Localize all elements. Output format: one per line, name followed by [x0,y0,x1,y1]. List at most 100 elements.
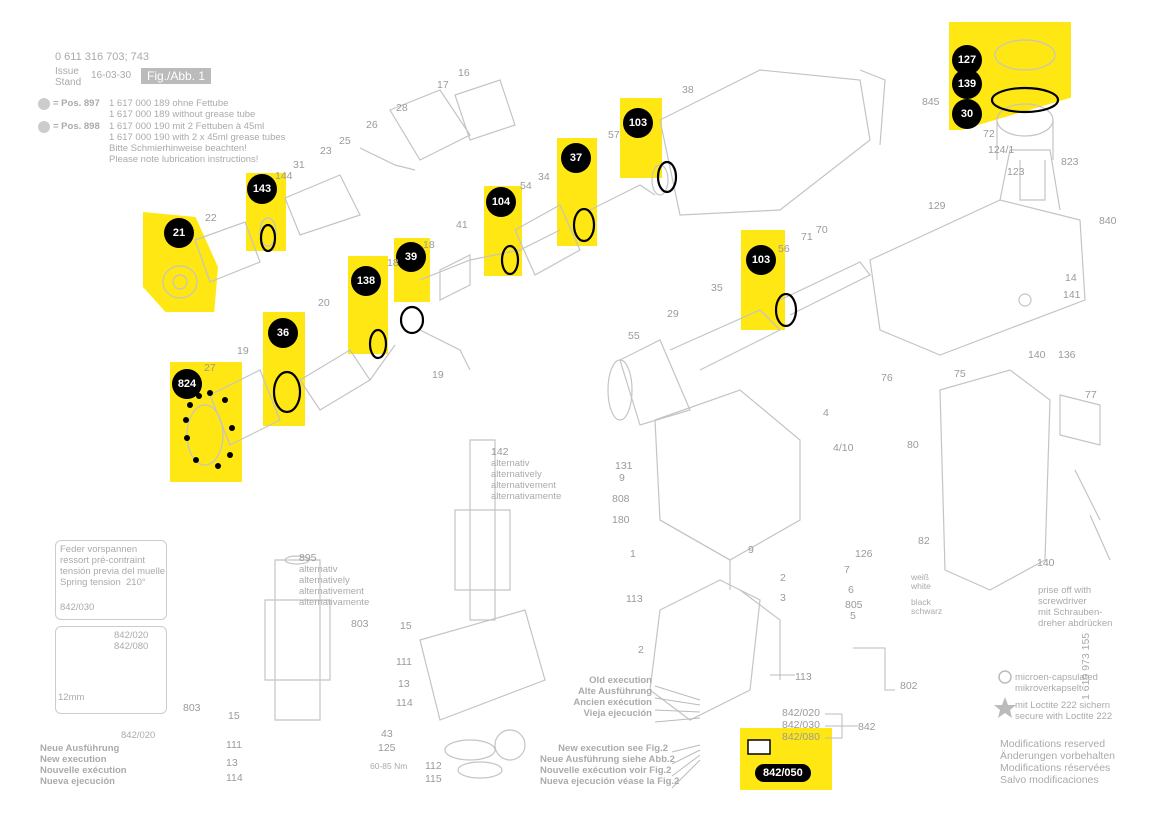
spring-tension-box [55,540,167,620]
loctite-line2: secure with Loctite 222 [1015,711,1113,722]
label-23: 23 [320,145,332,157]
callout-36: 36 [268,318,298,348]
label-29: 29 [667,308,679,320]
callout-37: 37 [561,143,591,173]
pos898-line1: 1 617 000 190 mit 2 Fettuben à 45ml [109,121,265,132]
label-808: 808 [612,493,630,505]
label-5: 5 [850,610,856,622]
alt-b4: alternativamente [299,597,370,608]
label-140-upper: 140 [1028,349,1046,361]
label-75: 75 [954,368,966,380]
label-802: 802 [900,680,918,692]
issue-date: 16-03-30 [91,70,132,81]
callout-103-upper: 103 [623,108,653,138]
prise-line4: dreher abdrücken [1038,618,1113,629]
fig2-line3: Nouvelle exécution voir Fig.2 [540,765,672,776]
label-111-mid: 111 [396,656,412,668]
pos898-label: = Pos. 898 [53,121,100,132]
callout-30: 30 [952,99,982,129]
label-17: 17 [437,79,449,91]
callout-143: 143 [247,174,277,204]
pos897-label: = Pos. 897 [53,98,100,109]
new-exec-line3: Nouvelle exécution [40,765,127,776]
micro-line1: microen-capsulated [1015,672,1098,683]
label-14: 14 [1065,272,1077,284]
mod-line2: Änderungen vorbehalten [1000,750,1116,762]
new-exec-ref: 842/020 [121,730,156,741]
label-13-left: 13 [226,757,238,769]
label-28: 28 [396,102,408,114]
label-70: 70 [816,224,828,236]
brush-ref1: 842/020 [114,630,149,641]
old-exec-line1: Old execution [589,675,652,686]
label-129: 129 [928,200,946,212]
mod-line3: Modifications réservées [1000,762,1111,774]
callout-842-050: 842/050 [755,764,811,782]
label-114-left: 114 [226,772,243,784]
label-34: 34 [538,171,550,183]
label-18-left: 18 [387,257,399,269]
label-131: 131 [615,460,633,472]
callout-104: 104 [486,187,516,217]
fig-label: Fig./Abb. 1 [141,68,212,84]
old-exec-line2: Alte Ausführung [577,686,652,697]
brush-dim: 12mm [58,692,85,703]
label-16: 16 [458,67,470,79]
label-9-lower: 9 [748,544,754,556]
mod-line1: Modifications reserved [1000,738,1106,750]
label-25: 25 [339,135,351,147]
wire-black-de: schwarz [911,606,943,616]
label-141: 141 [1063,289,1081,301]
alt-a2: alternatively [491,469,542,480]
old-exec-line4: Vieja ejecución [583,708,652,719]
label-124-1: 124/1 [988,144,1015,156]
label-6: 6 [848,584,854,596]
label-895: 895 [299,552,317,564]
label-136: 136 [1058,349,1076,361]
alt-a3: alternativement [491,480,556,491]
label-26: 26 [366,119,378,131]
new-exec-line2: New execution [40,754,107,765]
pos897-line2: 1 617 000 189 without grease tube [109,109,256,120]
label-56: 56 [778,243,790,255]
spring-line2: ressort pré-contraint [60,555,146,566]
label-111-left: 111 [226,739,242,751]
wire-white-de: weiß [911,572,929,582]
callout-138: 138 [351,266,381,296]
new-exec-line4: Nueva ejecución [40,776,115,787]
label-123: 123 [1007,166,1025,178]
callout-103-lower: 103 [746,245,776,275]
fig2-line1: New execution see Fig.2 [558,743,668,754]
label-803-left: 803 [183,702,201,714]
loctite-line1: mit Loctite 222 sichern [1015,700,1111,711]
label-15-mid: 15 [400,620,412,632]
callout-139: 139 [952,69,982,99]
label-112: 112 [425,760,442,772]
label-125: 125 [378,742,396,754]
label-140-lower: 140 [1037,557,1055,569]
alt-a1: alternativ [491,458,530,469]
label-9-upper: 9 [619,472,625,484]
label-31: 31 [293,159,305,171]
label-113-left: 113 [626,593,643,605]
lube-note-en: Please note lubrication instructions! [109,154,259,165]
label-1: 1 [630,548,636,560]
pos897-line1: 1 617 000 189 ohne Fettube [109,98,229,109]
mod-line4: Salvo modificaciones [1000,774,1099,786]
label-19-left: 19 [237,345,249,357]
label-41: 41 [456,219,468,231]
old-exec-ref2: 842/030 [782,719,820,731]
prise-line1: prise off with [1038,585,1092,596]
alt-b3: alternativement [299,586,364,597]
lube-note-de: Bitte Schmierhinweise beachten! [109,143,247,154]
label-27: 27 [204,362,216,374]
old-exec-ref3: 842/080 [782,731,820,743]
label-180: 180 [612,514,630,526]
fig2-line2: Neue Ausführung siehe Abb.2 [540,754,675,765]
brush-ref2: 842/080 [114,641,149,652]
label-82: 82 [918,535,930,547]
label-803-mid: 803 [351,618,369,630]
callout-21: 21 [164,218,194,248]
label-113-right: 113 [795,671,812,683]
